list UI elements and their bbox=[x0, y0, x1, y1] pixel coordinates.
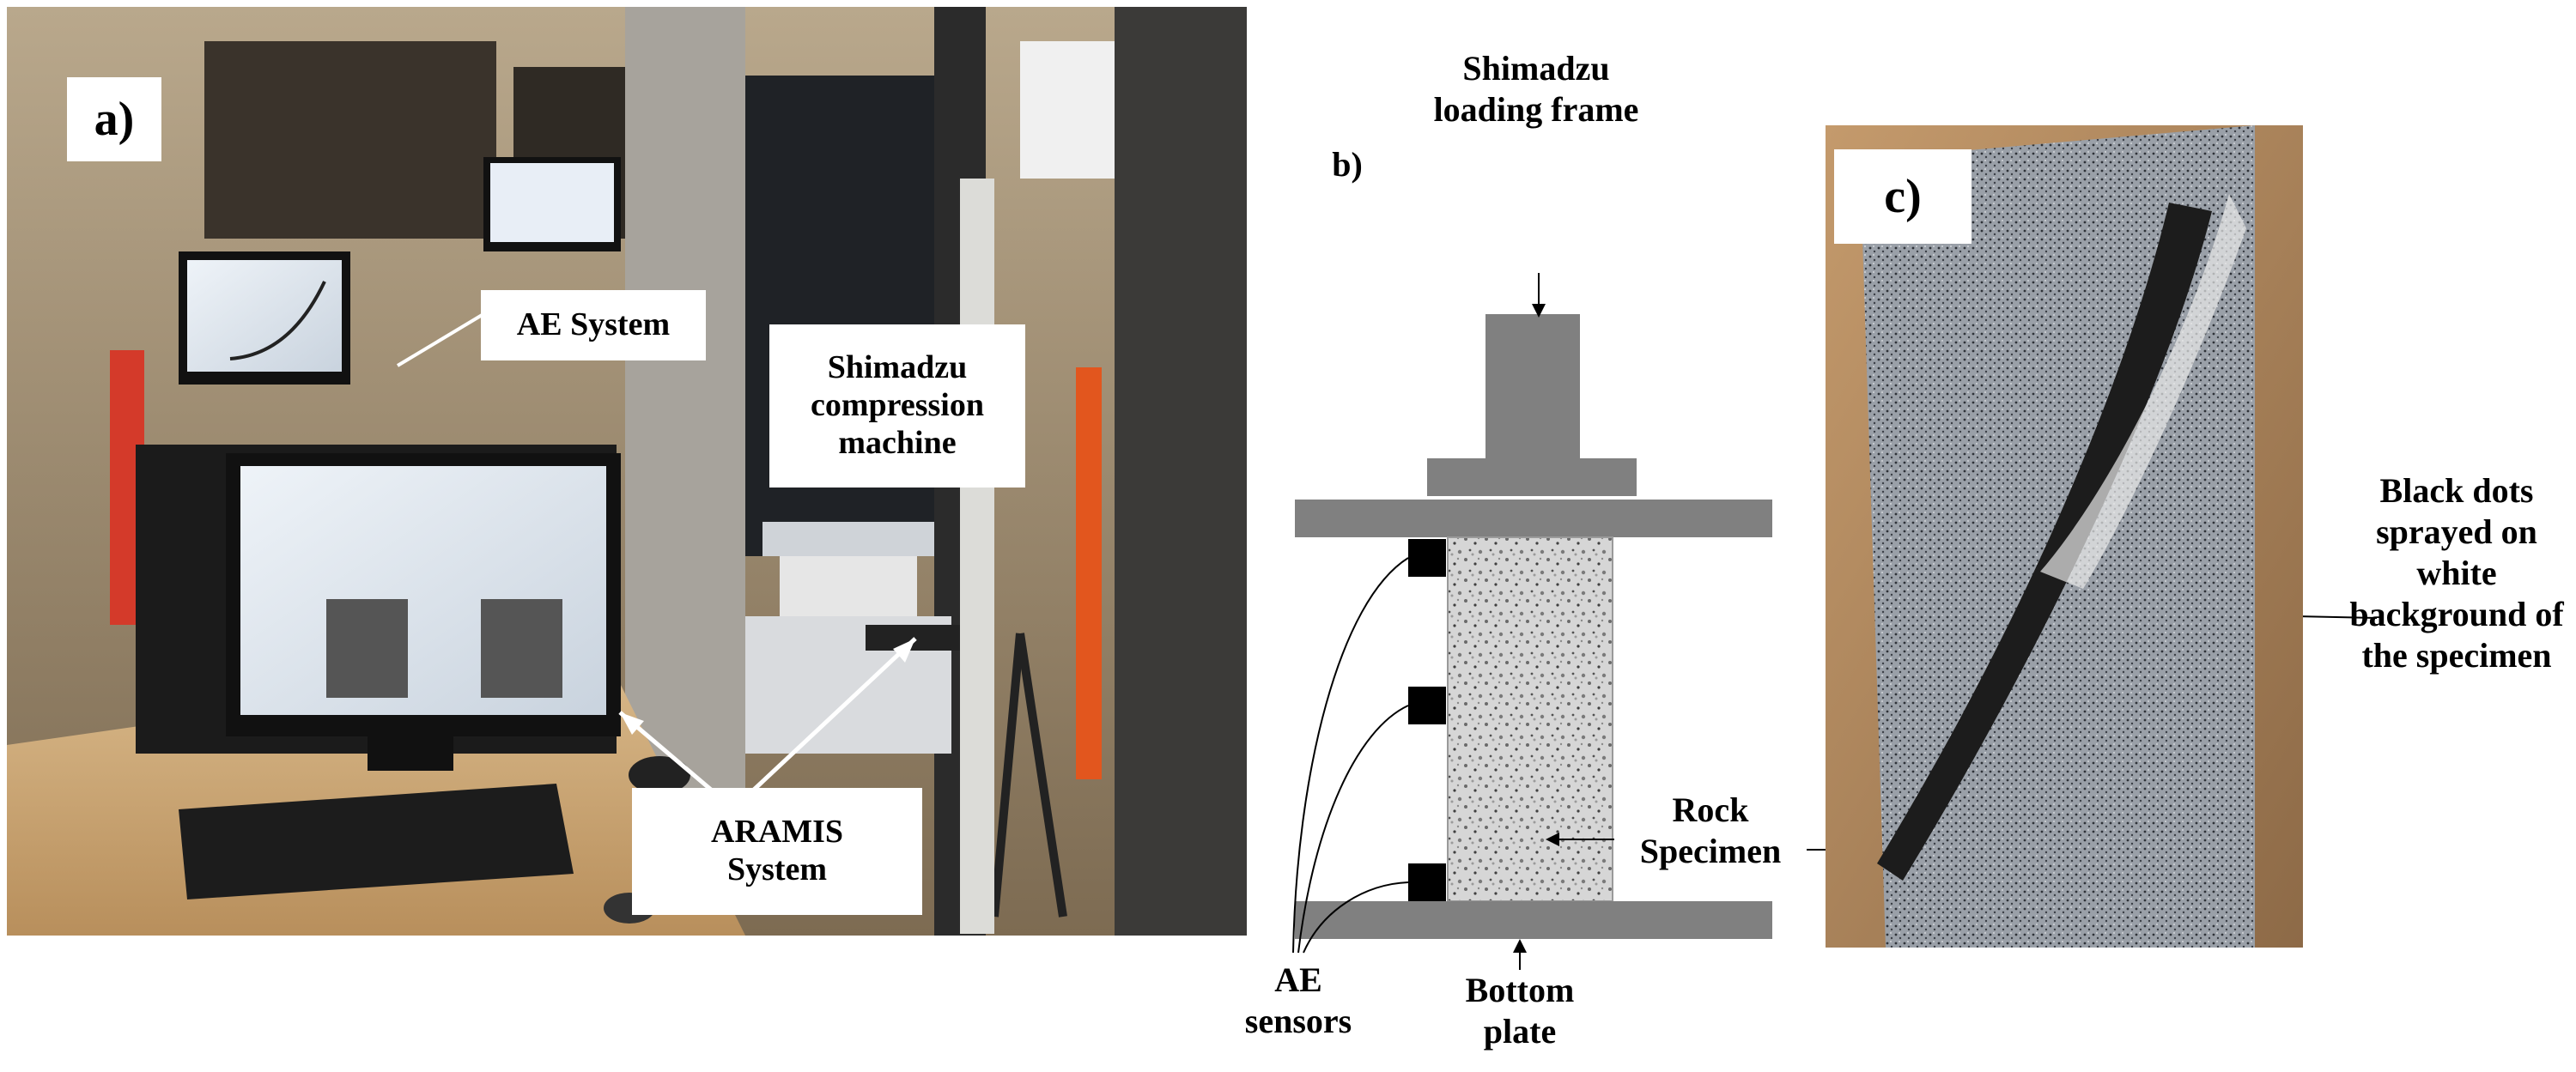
camera-bar bbox=[866, 625, 969, 651]
panel-c-photo: c) bbox=[1826, 125, 2303, 948]
fracture bbox=[1877, 203, 2212, 881]
rock-specimen bbox=[1447, 536, 1613, 902]
loading-piston bbox=[1485, 314, 1580, 458]
ae-sensors-label: AE sensors bbox=[1244, 960, 1352, 1040]
bottom-plate-label: Bottom plate bbox=[1465, 971, 1575, 1051]
monitor-stand bbox=[368, 736, 453, 771]
panel-b-letter: b) bbox=[1332, 145, 1363, 184]
arrow-icon bbox=[893, 639, 915, 663]
black-dots-label: Black dots sprayed on white background o… bbox=[2349, 471, 2564, 675]
machine-column-left bbox=[625, 7, 745, 865]
aramis-view-1 bbox=[326, 599, 408, 698]
ae-sensor-top bbox=[1408, 539, 1446, 577]
panel-c-letter: c) bbox=[1834, 149, 1971, 244]
ae-cable-3 bbox=[1303, 881, 1409, 954]
tripod-leg-1 bbox=[990, 633, 1024, 918]
loading-head bbox=[1427, 458, 1637, 496]
specimen-photo-illustration bbox=[1826, 125, 2303, 948]
ae-sensor-bottom bbox=[1408, 863, 1446, 901]
aramis-leader-2 bbox=[752, 637, 917, 791]
ae-monitor-screen bbox=[187, 260, 342, 372]
rock-specimen-label: Rock Specimen bbox=[1614, 790, 1807, 872]
mouse bbox=[629, 756, 690, 794]
upper-platen bbox=[762, 522, 934, 556]
specimen-zone bbox=[780, 556, 917, 616]
bottom-plate bbox=[1295, 901, 1772, 939]
window-left bbox=[204, 41, 496, 239]
traffic-cone bbox=[1076, 367, 1102, 779]
top-plate bbox=[1295, 500, 1772, 537]
top-monitor-screen bbox=[490, 163, 614, 242]
aramis-callout: ARAMIS System bbox=[632, 788, 922, 915]
aramis-view-2 bbox=[481, 599, 562, 698]
arrow-icon bbox=[620, 712, 644, 735]
ae-cable-2 bbox=[1297, 705, 1409, 954]
keyboard bbox=[179, 784, 574, 899]
arrow-icon bbox=[1546, 833, 1559, 846]
ae-curve bbox=[229, 281, 326, 360]
fracture-debris bbox=[2040, 194, 2246, 589]
tripod-leg-2 bbox=[1016, 633, 1067, 918]
ae-system-leader bbox=[396, 312, 485, 367]
right-wall bbox=[1115, 7, 1247, 936]
shimadzu-compression-callout: Shimadzu compression machine bbox=[769, 324, 1025, 488]
arrow-icon bbox=[1532, 304, 1546, 318]
ae-cable-1 bbox=[1292, 557, 1409, 954]
panel-a-photo: a) AE System Shimadzu compression machin… bbox=[7, 7, 1247, 936]
wall-notice bbox=[1020, 41, 1115, 179]
panel-a-letter: a) bbox=[67, 77, 161, 161]
ae-system-callout: AE System bbox=[481, 290, 706, 360]
ae-sensor-middle bbox=[1408, 687, 1446, 724]
arrow-icon bbox=[1513, 939, 1527, 953]
white-post bbox=[960, 179, 994, 934]
loading-frame-label: Shimadzu loading frame bbox=[1433, 49, 1639, 129]
lab-photo-illustration bbox=[7, 7, 1247, 936]
